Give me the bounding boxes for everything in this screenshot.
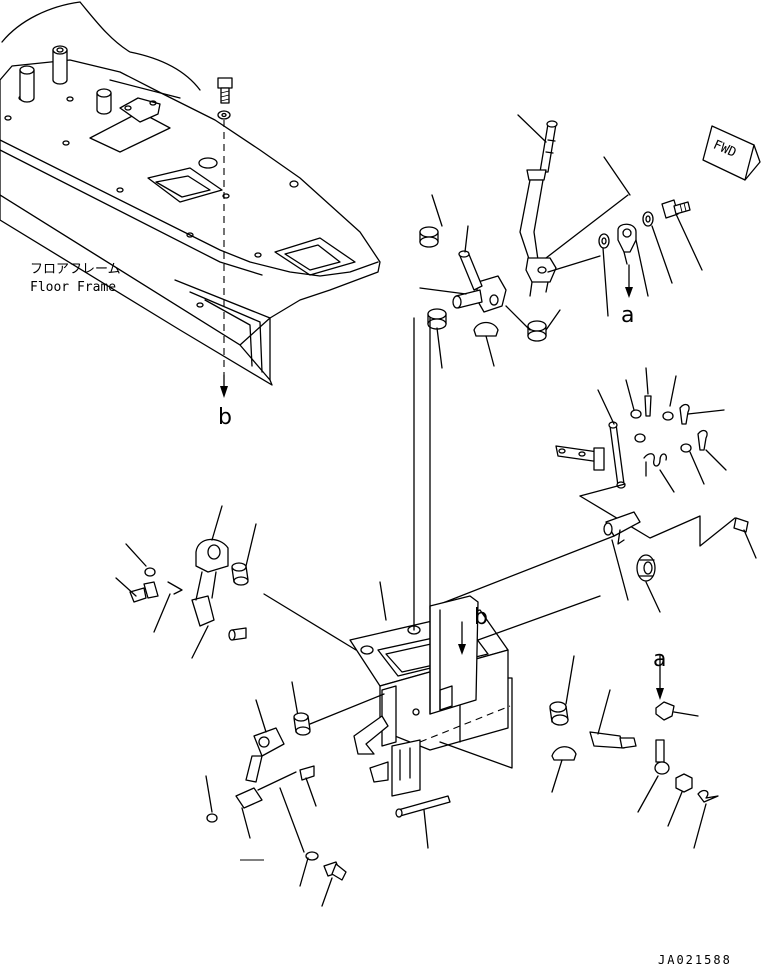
link-lower (235, 771, 297, 809)
pin (228, 627, 247, 641)
ref-label-a-top: a (621, 303, 634, 328)
bushing (231, 562, 249, 586)
pin (458, 250, 483, 291)
washer (634, 433, 646, 443)
collar-top (419, 226, 439, 248)
cotter-pin (644, 395, 652, 417)
collar-right (527, 320, 547, 342)
cotter-pin (679, 403, 690, 425)
cotter-pin (697, 429, 708, 451)
lower-lever (245, 727, 285, 783)
key (473, 321, 499, 337)
arrow-a-top (625, 287, 633, 298)
stud (52, 45, 68, 85)
floor-frame (0, 1, 381, 386)
collar-mid (427, 308, 447, 330)
washer (662, 411, 674, 421)
stud (19, 65, 35, 103)
rod-end (617, 223, 637, 265)
frame-washer (217, 110, 231, 120)
bolt (129, 581, 159, 603)
bolt (661, 199, 691, 219)
floor-frame-label-jp: フロアフレーム (30, 262, 121, 277)
washer (680, 443, 692, 453)
nut (655, 701, 675, 721)
pin (733, 517, 749, 533)
long-pin (395, 795, 451, 818)
bolt (323, 861, 347, 881)
washer (206, 813, 218, 823)
lower-lever-arm (589, 731, 637, 749)
ref-label-b-left: b (218, 405, 232, 430)
washer (630, 409, 642, 419)
floor-frame-label-en: Floor Frame (30, 280, 116, 295)
cotter-pin (697, 789, 719, 803)
shift-lever (519, 120, 558, 297)
arrow-b-left (220, 386, 228, 398)
arrow-b-center (458, 644, 466, 655)
lever-bracket-box (349, 595, 509, 797)
washer (642, 211, 654, 227)
frame-bolt (217, 77, 233, 104)
bell-crank (191, 538, 229, 627)
stud (96, 88, 112, 115)
ref-label-b-center: b (474, 605, 488, 630)
link-rod (608, 421, 626, 489)
nut (675, 773, 693, 793)
nut (636, 554, 656, 582)
collar-lower (549, 701, 569, 726)
ref-label-a-bottom: a (653, 647, 666, 672)
bushing (293, 712, 311, 736)
link-plate (555, 445, 605, 471)
rod-end (654, 739, 670, 775)
washer (598, 233, 610, 249)
key (551, 746, 577, 761)
lever-shaft-block (419, 275, 507, 313)
spring (643, 453, 667, 477)
pin (299, 765, 315, 781)
washer (144, 567, 156, 577)
washer (305, 851, 319, 861)
fwd-arrow-icon (702, 125, 761, 181)
drawing-code: JA021588 (658, 953, 732, 966)
arrow-a-bottom (656, 688, 664, 700)
clip (167, 581, 183, 595)
clevis (603, 511, 641, 545)
